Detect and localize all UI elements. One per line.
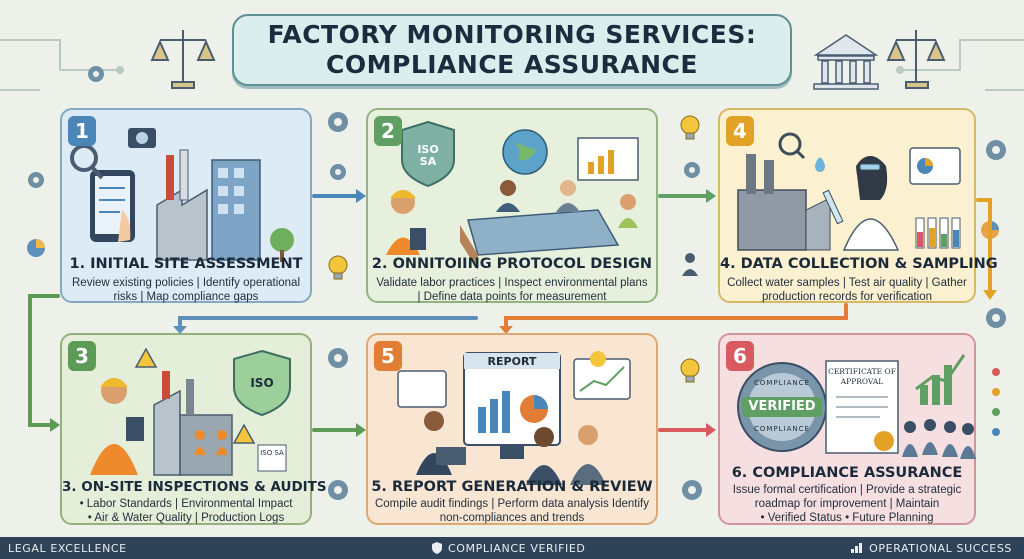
scales-icon-right bbox=[886, 30, 946, 89]
step-panel-data-collection: 4 4. DATA COLLECTION & SAMPLING Collect … bbox=[718, 108, 998, 303]
step-panel-initial-assessment: 1 1. INITIAL SITE ASSESSMENT Review exis… bbox=[60, 108, 312, 303]
certificate-title: CERTIFICATE OF APPROVAL bbox=[828, 367, 896, 386]
footer-compliance-verified: COMPLIANCE VERIFIED bbox=[432, 542, 585, 555]
step-panel-report: 5 REPORT 5. REPORT GENERATION & REVIEW C… bbox=[366, 333, 658, 525]
lab-sampling-illustration bbox=[737, 132, 961, 251]
certification-illustration bbox=[737, 354, 976, 459]
footer-right-text: OPERATIONAL SUCCESS bbox=[869, 541, 1012, 555]
iso-shield-label: ISO bbox=[250, 376, 274, 390]
courthouse-icon bbox=[813, 34, 879, 90]
title-line-1: FACTORY MONITORING SERVICES: bbox=[267, 20, 757, 49]
step-description-line-1: • Labor Standards | Environmental Impact bbox=[79, 498, 293, 510]
step-number: 1 bbox=[68, 116, 96, 146]
step-title: 3. ON-SITE INSPECTIONS & AUDITS bbox=[62, 479, 327, 495]
report-screen-label: REPORT bbox=[487, 355, 537, 368]
seal-top-text: COMPLIANCE bbox=[754, 379, 810, 387]
footer-legal-excellence: LEGAL EXCELLENCE bbox=[8, 541, 127, 555]
step-title: 5. REPORT GENERATION & REVIEW bbox=[371, 479, 653, 495]
step-number: 4 bbox=[726, 116, 754, 146]
iso-sign-label: ISO SA bbox=[260, 449, 284, 457]
bar-chart-icon bbox=[851, 543, 863, 553]
step-panel-protocol-design: 2 ISO SA 2. ONNITOIING PROTOCOL DESIGN V… bbox=[366, 108, 658, 303]
footer-bar: LEGAL EXCELLENCE COMPLIANCE VERIFIED OPE… bbox=[0, 537, 1024, 559]
step-panel-inspections: 3 ISO ISO SA 3. ON-SITE INSPECTIONS & AU… bbox=[60, 333, 327, 525]
step-description-line-2: • Air & Water Quality | Production Logs bbox=[87, 512, 285, 524]
scales-icon-left bbox=[150, 30, 216, 89]
iso-shield-label: ISO SA bbox=[417, 143, 439, 168]
step-description: Compile audit findings | Perform data an… bbox=[374, 498, 649, 524]
step-description: Validate labor practices | Inspect envir… bbox=[376, 277, 648, 303]
step-title: 2. ONNITOIING PROTOCOL DESIGN bbox=[371, 256, 653, 272]
step-panel-compliance-assurance: 6 COMPLIANCE VERIFIED COMPLIANCE CERTIFI… bbox=[718, 333, 976, 525]
inspection-illustration bbox=[90, 347, 291, 476]
step-number: 3 bbox=[68, 341, 96, 371]
page-title: FACTORY MONITORING SERVICES: COMPLIANCE … bbox=[232, 14, 792, 86]
step-title: 6. COMPLIANCE ASSURANCE bbox=[731, 465, 963, 481]
step-number: 6 bbox=[726, 341, 754, 371]
footer-operational-success: OPERATIONAL SUCCESS bbox=[851, 542, 1012, 555]
step-description: Collect water samples | Test air quality… bbox=[727, 277, 967, 303]
seal-bottom-text: COMPLIANCE bbox=[754, 425, 810, 433]
seal-verified-text: VERIFIED bbox=[748, 399, 816, 414]
step-number: 5 bbox=[374, 341, 402, 371]
shield-icon bbox=[432, 542, 442, 554]
step-title: 1. INITIAL SITE ASSESSMENT bbox=[69, 256, 303, 272]
step-title: 4. DATA COLLECTION & SAMPLING bbox=[720, 256, 998, 272]
step-number: 2 bbox=[374, 116, 402, 146]
footer-center-text: COMPLIANCE VERIFIED bbox=[448, 541, 586, 555]
person-icon bbox=[682, 253, 698, 276]
factory-assessment-illustration bbox=[70, 128, 294, 262]
step-description-line-1: Issue formal certification | Provide a s… bbox=[732, 484, 962, 510]
step-description-line-2: • Verified Status • Future Planning bbox=[760, 512, 934, 524]
title-line-2: COMPLIANCE ASSURANCE bbox=[326, 50, 698, 79]
team-planning-illustration bbox=[386, 120, 639, 270]
step-description: Review existing policies | Identify oper… bbox=[72, 277, 300, 303]
report-review-illustration bbox=[397, 351, 631, 485]
